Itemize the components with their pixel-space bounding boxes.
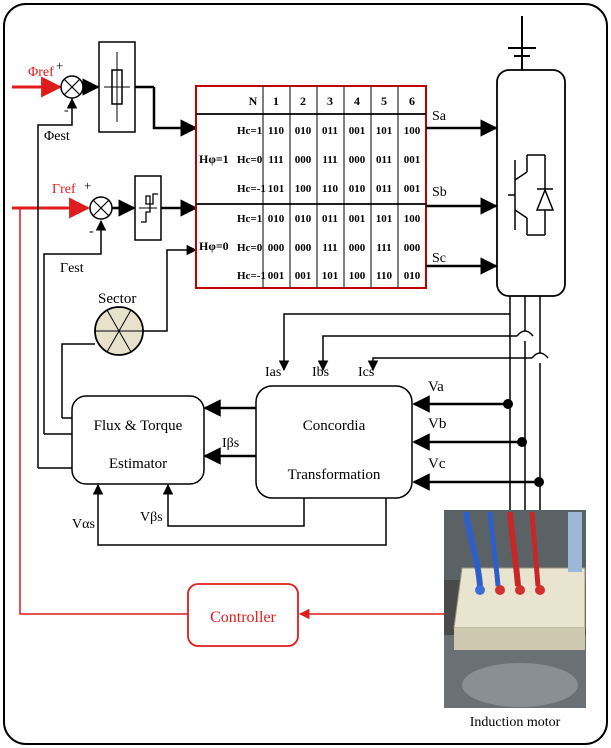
estimator-line2: Estimator xyxy=(109,456,167,472)
vbeta-label: Vβs xyxy=(140,510,163,525)
controller-label: Controller xyxy=(210,609,276,626)
table-cell: 100 xyxy=(295,183,312,195)
concordia-line2: Transformation xyxy=(288,467,381,483)
table-cell: 010 xyxy=(404,270,421,282)
table-cell: 000 xyxy=(268,242,285,254)
table-hc: Hc=-1 xyxy=(237,270,266,282)
table-cell: 100 xyxy=(404,125,421,137)
phi-est-label: Φest xyxy=(44,129,70,144)
ibs-label: Ibs xyxy=(312,365,329,380)
valpha-label: Vαs xyxy=(72,517,95,532)
table-cell: 100 xyxy=(349,270,366,282)
induction-motor-image xyxy=(444,510,586,708)
sb-label: Sb xyxy=(432,185,447,200)
table-header-1: 1 xyxy=(273,94,279,108)
sector-wheel-icon xyxy=(95,307,143,355)
table-hc: Hc=1 xyxy=(237,213,262,225)
gamma-est-label: Γest xyxy=(60,261,84,276)
va-label: Va xyxy=(428,379,444,395)
table-cell: 101 xyxy=(376,213,393,225)
table-cell: 001 xyxy=(404,154,421,166)
phi-sum-minus: - xyxy=(64,103,69,118)
table-cell: 110 xyxy=(322,183,338,195)
flux-summing-junction xyxy=(61,76,83,98)
phi-sum-plus: + xyxy=(56,58,63,73)
vb-label: Vb xyxy=(428,416,446,432)
table-hc: Hc=1 xyxy=(237,125,262,137)
table-cell: 001 xyxy=(404,183,421,195)
ias-label: Ias xyxy=(265,365,281,380)
table-cell: 000 xyxy=(295,242,312,254)
gamma-sum-plus: + xyxy=(84,178,91,193)
table-cell: 101 xyxy=(268,183,285,195)
table-cell: 000 xyxy=(404,242,421,254)
flux-hysteresis-comparator xyxy=(99,42,135,132)
table-cell: 001 xyxy=(349,125,366,137)
table-hphi-1: Hφ=1 xyxy=(199,152,229,166)
table-cell: 111 xyxy=(376,242,391,254)
table-cell: 000 xyxy=(295,154,312,166)
table-header-2: 2 xyxy=(300,94,306,108)
table-cell: 011 xyxy=(376,183,392,195)
table-header-n: N xyxy=(249,94,258,108)
table-cell: 111 xyxy=(268,154,283,166)
table-cell: 101 xyxy=(376,125,393,137)
table-header-3: 3 xyxy=(327,94,333,108)
table-header-4: 4 xyxy=(354,94,360,108)
table-hc: Hc=0 xyxy=(237,154,263,166)
inverter-block xyxy=(497,70,565,296)
table-cell: 000 xyxy=(349,154,366,166)
estimator-line1: Flux & Torque xyxy=(94,418,183,434)
table-cell: 110 xyxy=(376,270,392,282)
table-header-5: 5 xyxy=(381,94,387,108)
table-header-6: 6 xyxy=(409,94,415,108)
table-hc: Hc=0 xyxy=(237,242,263,254)
ics-label: Ics xyxy=(358,365,374,380)
sector-label: Sector xyxy=(98,291,136,307)
table-hc: Hc=-1 xyxy=(237,183,266,195)
table-cell: 001 xyxy=(268,270,285,282)
concordia-line1: Concordia xyxy=(303,418,366,434)
gamma-sum-minus: - xyxy=(89,224,94,239)
table-hphi-0: Hφ=0 xyxy=(199,239,229,253)
table-cell: 101 xyxy=(322,270,339,282)
sa-label: Sa xyxy=(432,109,447,124)
table-cell: 001 xyxy=(349,213,366,225)
table-cell: 100 xyxy=(404,213,421,225)
table-cell: 010 xyxy=(268,213,285,225)
vc-label: Vc xyxy=(428,456,446,472)
table-cell: 011 xyxy=(322,213,338,225)
table-cell: 111 xyxy=(322,242,337,254)
sc-label: Sc xyxy=(432,251,446,266)
table-cell: 010 xyxy=(295,213,312,225)
gamma-ref-label: Γref xyxy=(52,182,76,197)
table-cell: 011 xyxy=(322,125,338,137)
motor-label: Induction motor xyxy=(470,715,561,730)
ibeta-label: Iβs xyxy=(222,436,239,451)
table-cell: 001 xyxy=(295,270,312,282)
table-cell: 011 xyxy=(376,154,392,166)
table-cell: 000 xyxy=(349,242,366,254)
table-cell: 010 xyxy=(349,183,366,195)
dc-source-icon xyxy=(508,16,536,70)
phi-ref-label: Φref xyxy=(28,65,54,80)
torque-summing-junction xyxy=(90,197,112,219)
table-cell: 111 xyxy=(322,154,337,166)
torque-hysteresis-comparator xyxy=(135,176,161,240)
table-cell: 110 xyxy=(268,125,284,137)
table-cell: 010 xyxy=(295,125,312,137)
